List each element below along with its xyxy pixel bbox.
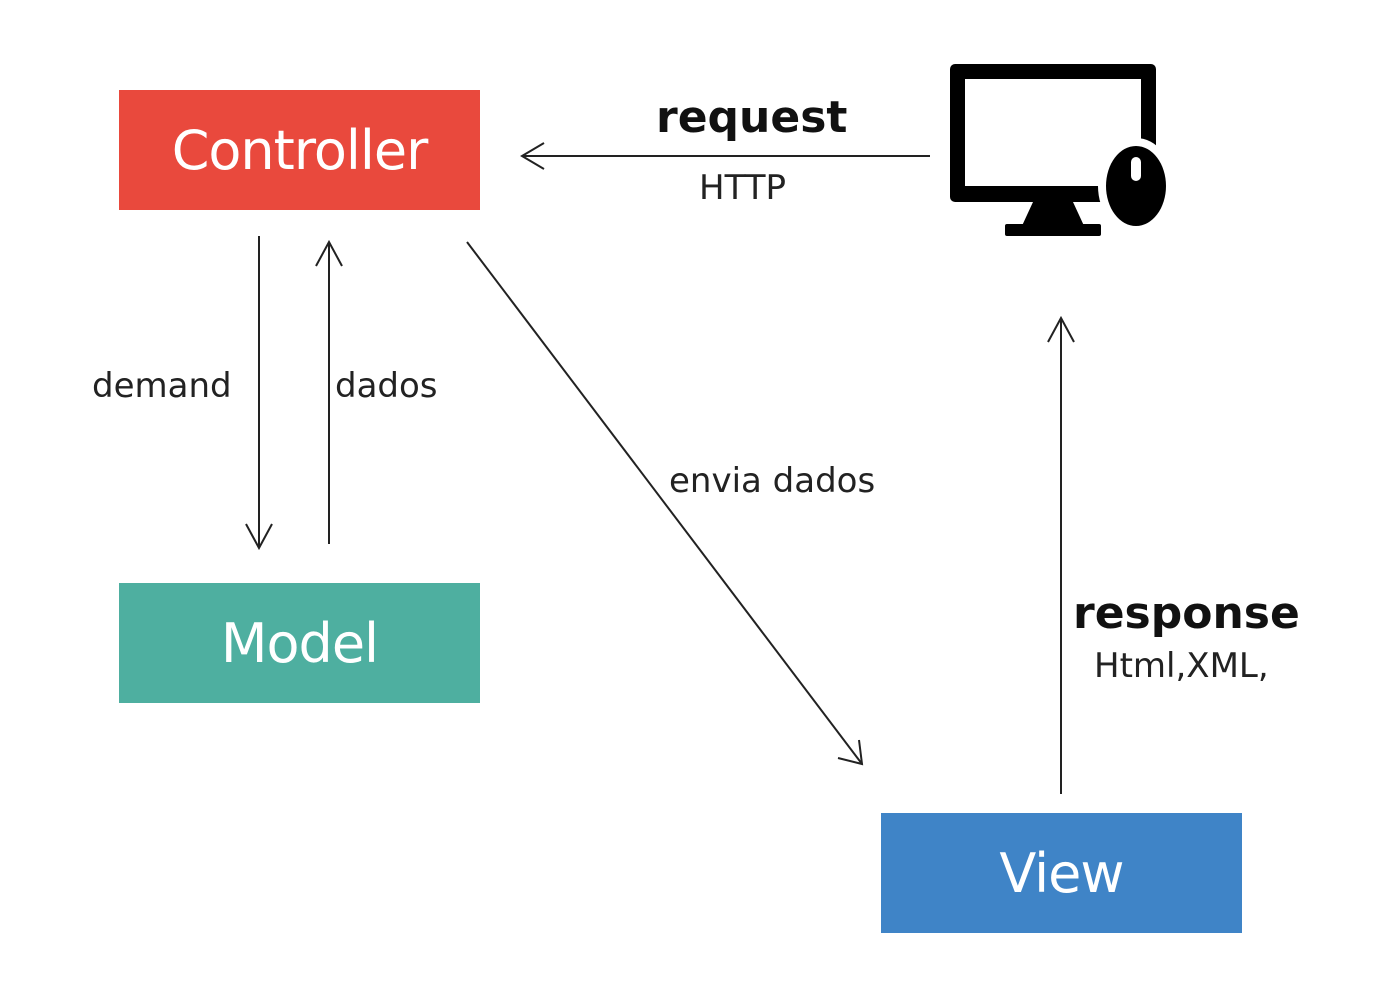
view-node: View bbox=[881, 813, 1242, 933]
envia-dados-edge-label: envia dados bbox=[669, 461, 876, 501]
envia-dados-arrow bbox=[466, 241, 864, 766]
model-node: Model bbox=[119, 583, 480, 703]
response-edge-label: response bbox=[1073, 588, 1300, 639]
demand-edge-label: demand bbox=[92, 366, 232, 406]
computer-icon bbox=[950, 64, 1170, 236]
demand-arrow bbox=[245, 236, 273, 551]
controller-label: Controller bbox=[171, 118, 429, 182]
request-arrow bbox=[520, 142, 930, 170]
dados-edge-label: dados bbox=[335, 366, 438, 406]
response-arrow bbox=[1047, 315, 1075, 794]
model-label: Model bbox=[220, 611, 379, 675]
view-label: View bbox=[999, 841, 1124, 905]
dados-arrow bbox=[315, 239, 343, 544]
controller-node: Controller bbox=[119, 90, 480, 210]
request-edge-sublabel: HTTP bbox=[699, 168, 787, 208]
request-edge-label: request bbox=[656, 92, 848, 143]
response-edge-sublabel: Html,XML, bbox=[1094, 646, 1269, 686]
